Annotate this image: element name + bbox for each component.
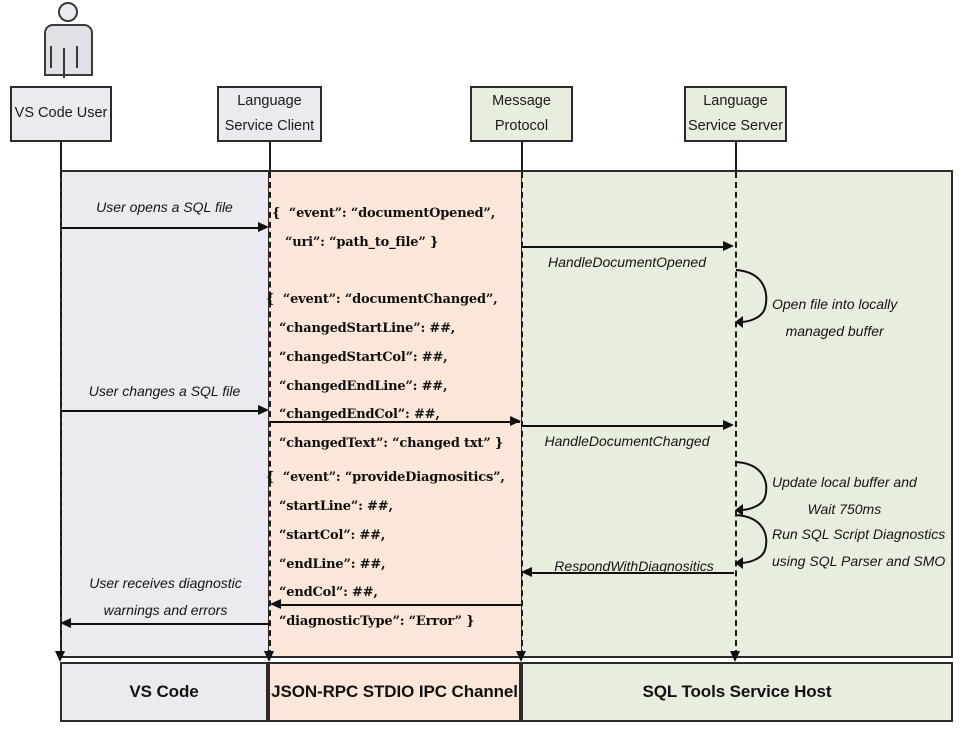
lifeline-message-protocol [521,172,523,656]
note-line2: using SQL Parser and SMO [772,553,946,570]
lifeline-vs-code-user [60,172,62,656]
note-open-file-buffer: Open file into locally managed buffer [772,291,897,346]
payload-provide-diagnositics: { “event”: “provideDiagnositics”, “start… [266,470,505,630]
message-label-respond-with-diagnositics: RespondWithDiagnositics [554,558,714,574]
self-loop-update-buffer-wait [735,460,775,518]
lifeline-stub-vs-code-user [60,142,62,170]
message-label-handle-document-opened: HandleDocumentOpened [548,254,706,270]
legend-lane-sql-tools-host[interactable]: SQL Tools Service Host [521,662,953,722]
participant-label-line1: Language [237,92,302,109]
lane-band-sql-tools-host [521,170,953,658]
lane-band-vs-code [60,170,268,658]
vs-code-user-actor-icon [40,2,98,78]
lifeline-stub-message-protocol [521,142,523,170]
message-arrow-user-opens-sql-file [61,227,259,229]
lifeline-language-service-server [735,172,737,656]
arrowhead-terminator-language-service-server [730,651,740,662]
arrowhead-handle-document-opened [723,241,734,251]
legend-label: SQL Tools Service Host [642,682,832,701]
message-arrow-handle-document-opened [522,246,724,248]
participant-label-line2: Service Server [687,118,784,134]
message-arrow-user-changes-sql-file [61,410,259,412]
message-arrow-client-to-protocol [270,421,520,423]
arrowhead-respond-with-diagnositics [521,567,532,577]
arrowhead-user-changes-sql-file [258,405,269,415]
message-label-handle-document-changed: HandleDocumentChanged [544,433,710,449]
legend-label: VS Code [129,682,199,701]
message-arrow-protocol-to-client [280,604,522,606]
participant-label-line2: Protocol [494,118,549,134]
actor-leg-split-icon [63,48,65,78]
message-arrow-respond-with-diagnositics [531,572,734,574]
participant-box-language-service-server[interactable]: Language Service Server [684,86,787,142]
arrowhead-terminator-message-protocol [516,651,526,662]
lane-band-json-rpc [268,170,521,658]
note-update-buffer-wait: Update local buffer and Wait 750ms [772,469,917,524]
message-label-user-opens-sql-file: User opens a SQL file [96,199,233,215]
actor-arm-left-icon [50,46,52,68]
message-label-line1: User receives diagnostic [89,575,242,591]
participant-box-vs-code-user[interactable]: VS Code User [10,86,112,142]
participant-label-line1: Language [703,92,768,109]
self-loop-run-sql-diagnostics [735,513,775,571]
legend-lane-json-rpc[interactable]: JSON-RPC STDIO IPC Channel [268,662,521,722]
payload-document-opened: { “event”: “documentOpened”, “uri”: “pat… [272,206,496,250]
participant-label-line1: Message [492,92,551,109]
lifeline-stub-language-service-server [735,142,737,170]
note-line1: Open file into locally [772,296,898,312]
legend-lane-vs-code[interactable]: VS Code [60,662,268,722]
message-arrow-user-receives-diagnostics [70,623,269,625]
self-loop-open-file-buffer [735,268,775,330]
note-run-sql-diagnostics: Run SQL Script Diagnostics using SQL Par… [772,521,945,576]
payload-document-changed: { “event”: “documentChanged”, “changedSt… [266,292,503,452]
message-arrow-handle-document-changed [522,425,724,427]
participant-box-message-protocol[interactable]: Message Protocol [470,86,573,142]
participant-label-line2: Service Client [224,118,315,134]
participant-label-line1: VS Code User [14,105,108,122]
arrowhead-handle-document-changed [723,420,734,430]
actor-head-icon [58,2,78,22]
note-line2: managed buffer [785,323,884,340]
actor-arm-right-icon [76,46,78,68]
lifeline-stub-language-service-client [269,142,271,170]
actor-body-icon [44,24,93,76]
message-label-line2: warnings and errors [103,602,228,619]
lifeline-language-service-client [269,172,271,656]
note-line1: Update local buffer and [772,474,917,490]
arrowhead-terminator-vs-code-user [55,651,65,662]
note-line1: Run SQL Script Diagnostics [772,526,946,542]
note-line2: Wait 750ms [807,501,882,518]
arrowhead-terminator-language-service-client [264,651,274,662]
arrowhead-protocol-to-client [270,599,281,609]
arrowhead-user-receives-diagnostics [60,618,71,628]
message-label-user-receives-diagnostics: User receives diagnostic warnings and er… [62,570,269,625]
message-label-user-changes-sql-file: User changes a SQL file [88,383,241,399]
arrowhead-user-opens-sql-file [258,222,269,232]
legend-label: JSON-RPC STDIO IPC Channel [271,682,518,701]
arrowhead-client-to-protocol [510,416,521,426]
participant-box-language-service-client[interactable]: Language Service Client [217,86,322,142]
